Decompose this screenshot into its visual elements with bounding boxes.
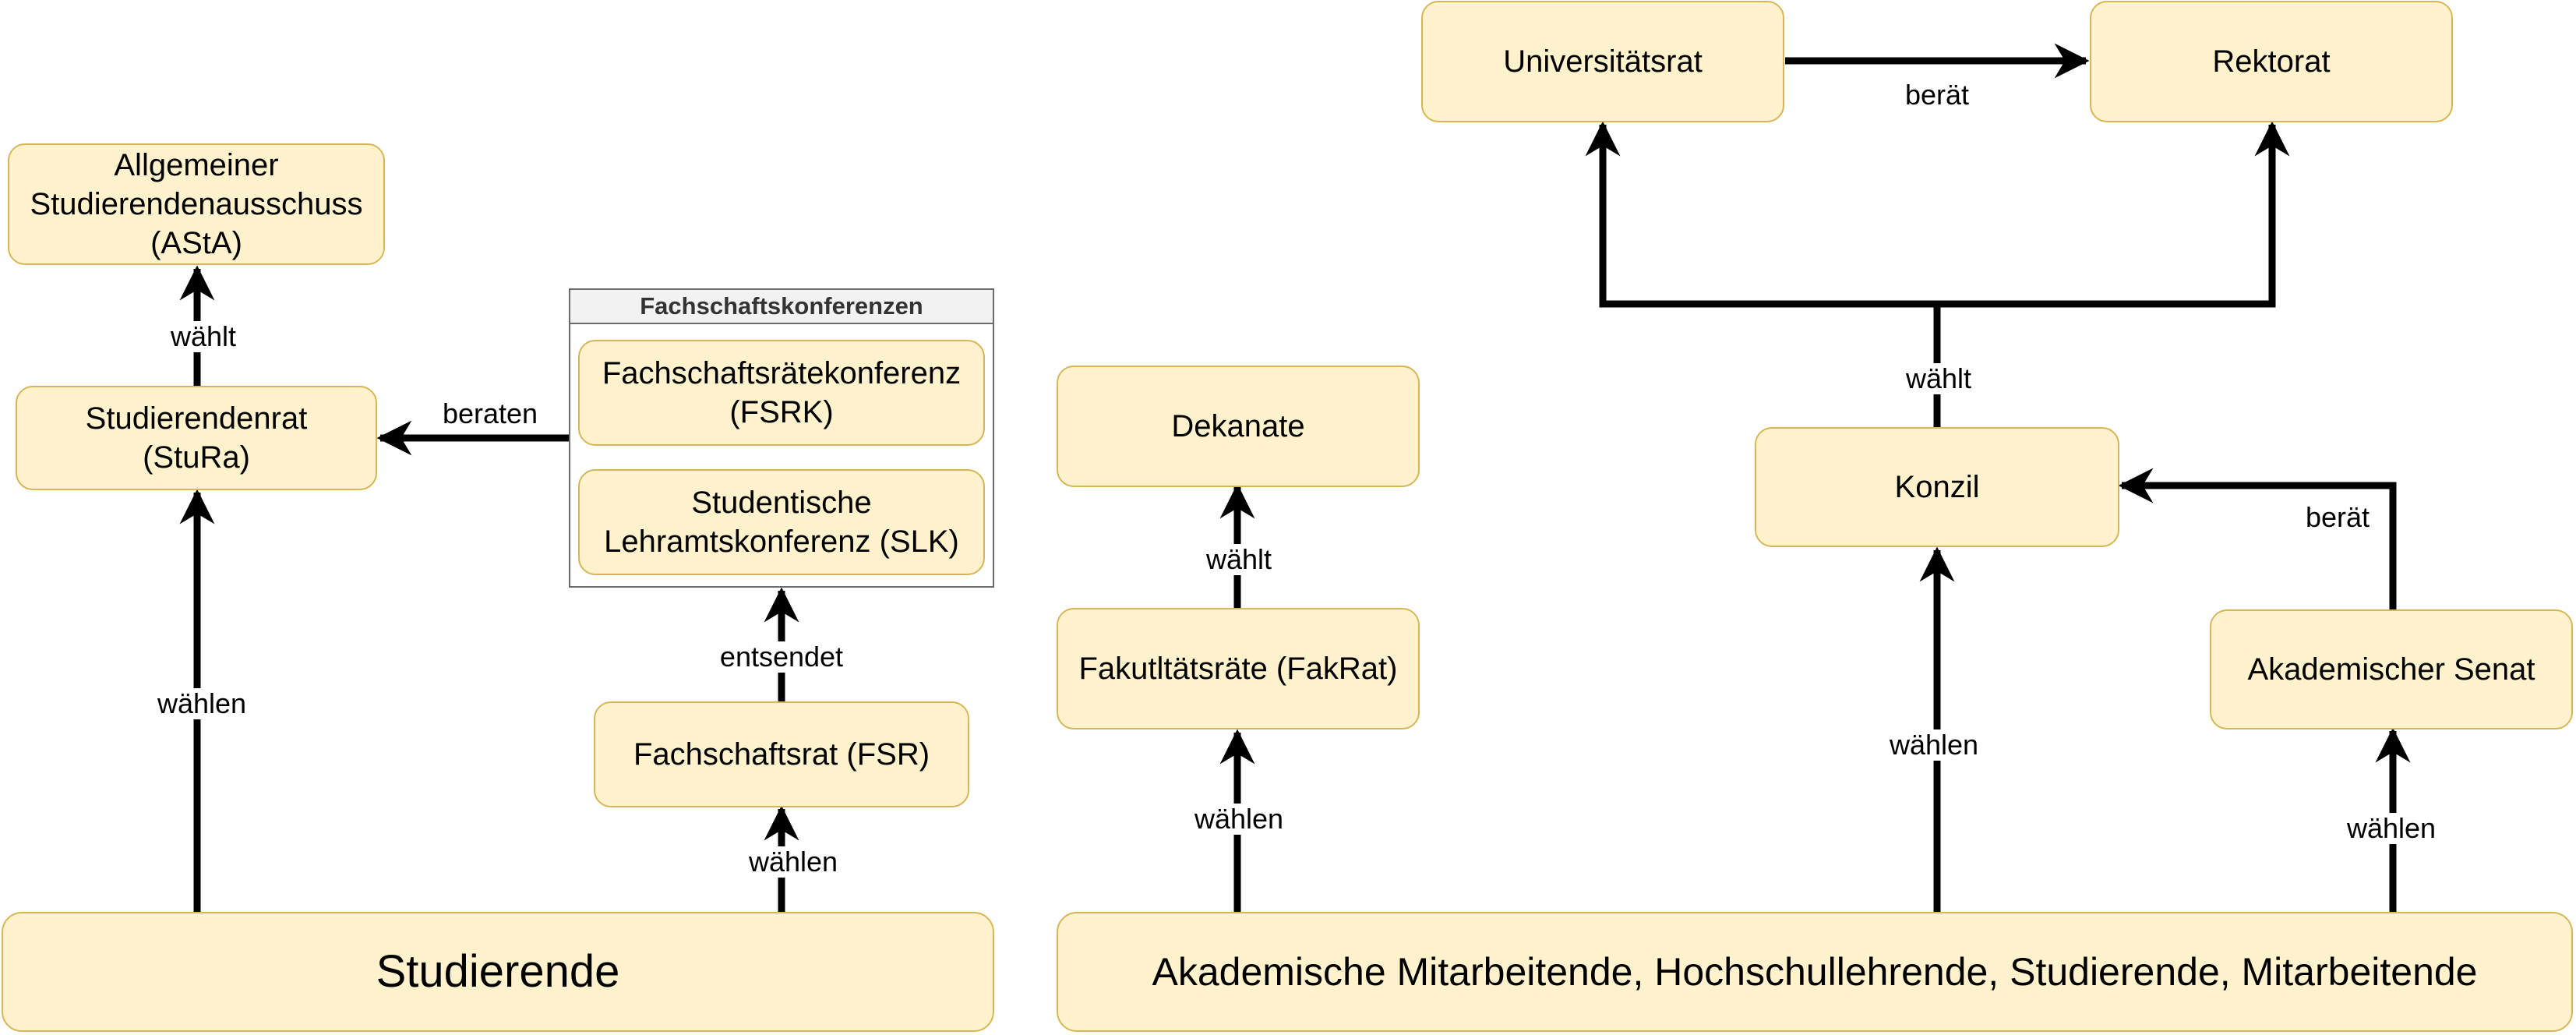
node-konzil-label: Konzil bbox=[1894, 470, 1980, 504]
node-senat-label: Akademischer Senat bbox=[2247, 652, 2535, 687]
node-universitaetsrat-label: Universitätsrat bbox=[1503, 44, 1703, 79]
edge-label-waehlen-konzil: wählen bbox=[1886, 729, 1982, 761]
edge-label-waehlt-konzil: wählt bbox=[1902, 363, 1975, 394]
node-mitglieder-label: Akademische Mitarbeitende, Hochschullehr… bbox=[1152, 950, 2478, 994]
node-rektorat-label: Rektorat bbox=[2212, 44, 2331, 79]
node-mitglieder: Akademische Mitarbeitende, Hochschullehr… bbox=[1057, 912, 2573, 1032]
edge-label-waehlt-asta: wählt bbox=[167, 321, 240, 352]
node-fsrk-label: Fachschaftsrätekonferenz (FSRK) bbox=[602, 356, 962, 429]
edge-label-waehlen-fakrat: wählen bbox=[1191, 804, 1287, 835]
node-studierende-label: Studierende bbox=[376, 946, 620, 997]
node-fsr: Fachschaftsrat (FSR) bbox=[594, 701, 969, 807]
edge-konzil-rektorat bbox=[1937, 121, 2290, 308]
edge-label-entsendet: entsendet bbox=[716, 641, 847, 673]
node-dekanate: Dekanate bbox=[1057, 366, 1420, 487]
edge-label-waehlen-senat: wählen bbox=[2343, 813, 2440, 844]
node-stura-label: Studierendenrat (StuRa) bbox=[85, 401, 308, 475]
node-rektorat: Rektorat bbox=[2090, 1, 2453, 122]
node-fakrat-label: Fakutltätsräte (FakRat) bbox=[1078, 652, 1398, 686]
group-fachschaftskonferenzen-title: Fachschaftskonferenzen bbox=[570, 290, 993, 324]
node-fakrat: Fakutltätsräte (FakRat) bbox=[1057, 608, 1420, 729]
edge-label-beraet-rektorat: berät bbox=[1901, 79, 1973, 111]
node-slk: Studentische Lehramtskonferenz (SLK) bbox=[578, 469, 985, 575]
node-fsrk: Fachschaftsrätekonferenz (FSRK) bbox=[578, 340, 985, 446]
node-universitaetsrat: Universitätsrat bbox=[1421, 1, 1784, 122]
node-dekanate-label: Dekanate bbox=[1171, 409, 1305, 443]
node-senat: Akademischer Senat bbox=[2210, 609, 2573, 729]
edge-label-waehlt-dekanate: wählt bbox=[1202, 544, 1276, 575]
edge-label-waehlen-stura: wählen bbox=[154, 688, 250, 719]
edge-label-waehlen-fsr: wählen bbox=[745, 846, 842, 878]
node-asta: Allgemeiner Studierendenausschuss (AStA) bbox=[8, 143, 385, 265]
edge-konzil-universitaetsrat bbox=[1585, 121, 1941, 427]
node-asta-label: Allgemeiner Studierendenausschuss (AStA) bbox=[30, 148, 363, 260]
edge-senat-konzil bbox=[2118, 468, 2397, 609]
node-fsr-label: Fachschaftsrat (FSR) bbox=[633, 737, 930, 772]
node-stura: Studierendenrat (StuRa) bbox=[16, 386, 377, 490]
edge-label-beraten: beraten bbox=[439, 398, 542, 429]
node-studierende: Studierende bbox=[2, 912, 994, 1032]
node-slk-label: Studentische Lehramtskonferenz (SLK) bbox=[604, 486, 959, 559]
node-konzil: Konzil bbox=[1755, 427, 2119, 547]
edge-label-beraet-konzil: berät bbox=[2302, 502, 2373, 533]
